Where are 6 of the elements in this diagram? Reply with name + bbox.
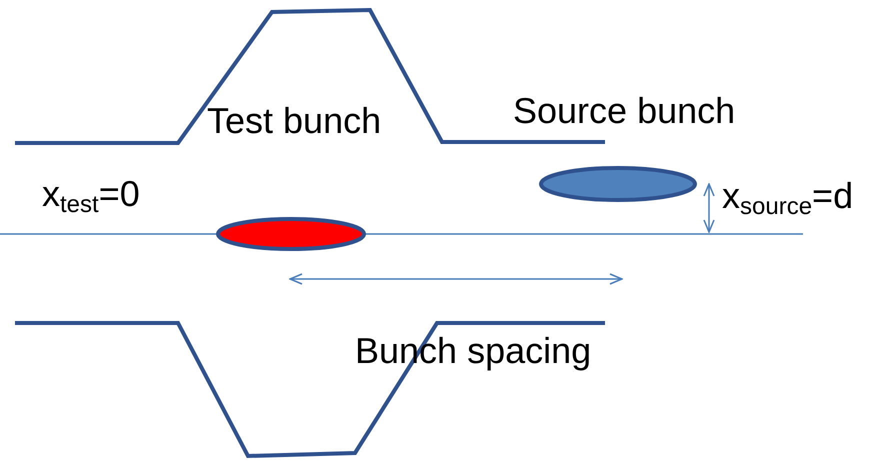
bunch-label: Test bunch — [207, 103, 382, 139]
source-bunch-ellipse — [539, 166, 697, 202]
position-label: x$_{source}$=d — [722, 178, 854, 214]
position-label: x$_{test}$=0 — [42, 176, 140, 212]
test-bunch-ellipse — [216, 217, 366, 251]
bunch-label: Source bunch — [513, 93, 736, 129]
